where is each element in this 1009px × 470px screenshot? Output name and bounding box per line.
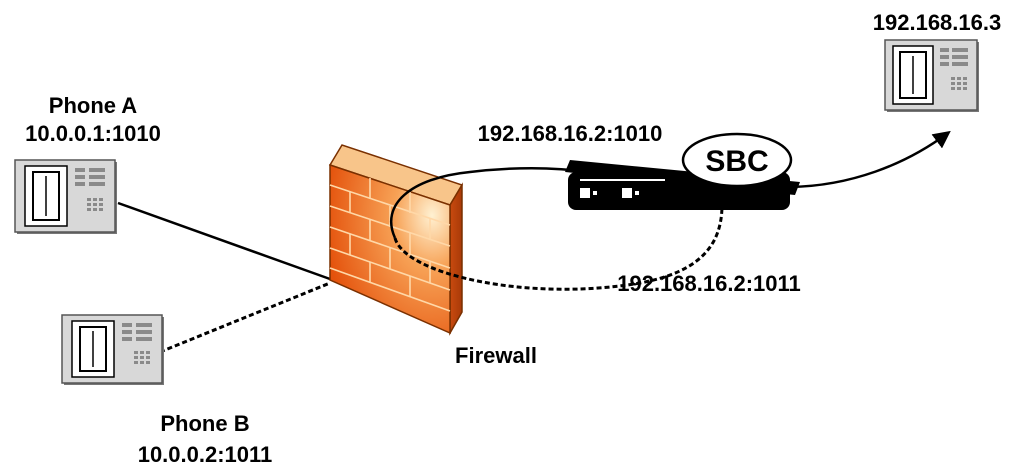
phone-b-address: 10.0.0.2:1011 xyxy=(138,442,273,467)
phone-a-address: 10.0.0.1:1010 xyxy=(25,121,161,146)
firewall-label: Firewall xyxy=(455,343,537,368)
media-path-1011 xyxy=(393,204,724,291)
remote-phone-address: 192.168.16.3 xyxy=(873,10,1001,35)
remote-phone-icon xyxy=(884,39,979,112)
phone-b-icon xyxy=(61,314,164,385)
sbc-label-bubble xyxy=(681,132,793,188)
signaling-path-1010 xyxy=(389,166,591,239)
phone-b-link xyxy=(159,281,331,354)
phone-a-link xyxy=(117,201,331,281)
phone-b-name: Phone B xyxy=(160,411,249,436)
phone-a-name: Phone A xyxy=(49,93,138,118)
sbc-label: SBC xyxy=(705,145,768,178)
sbc-to-remote-link xyxy=(789,130,951,189)
sbc-port-1011-label: 192.168.16.2:1011 xyxy=(617,271,801,296)
firewall-icon xyxy=(328,144,464,336)
sbc-port-1010-label: 192.168.16.2:1010 xyxy=(478,121,663,146)
phone-a-icon xyxy=(14,159,117,234)
